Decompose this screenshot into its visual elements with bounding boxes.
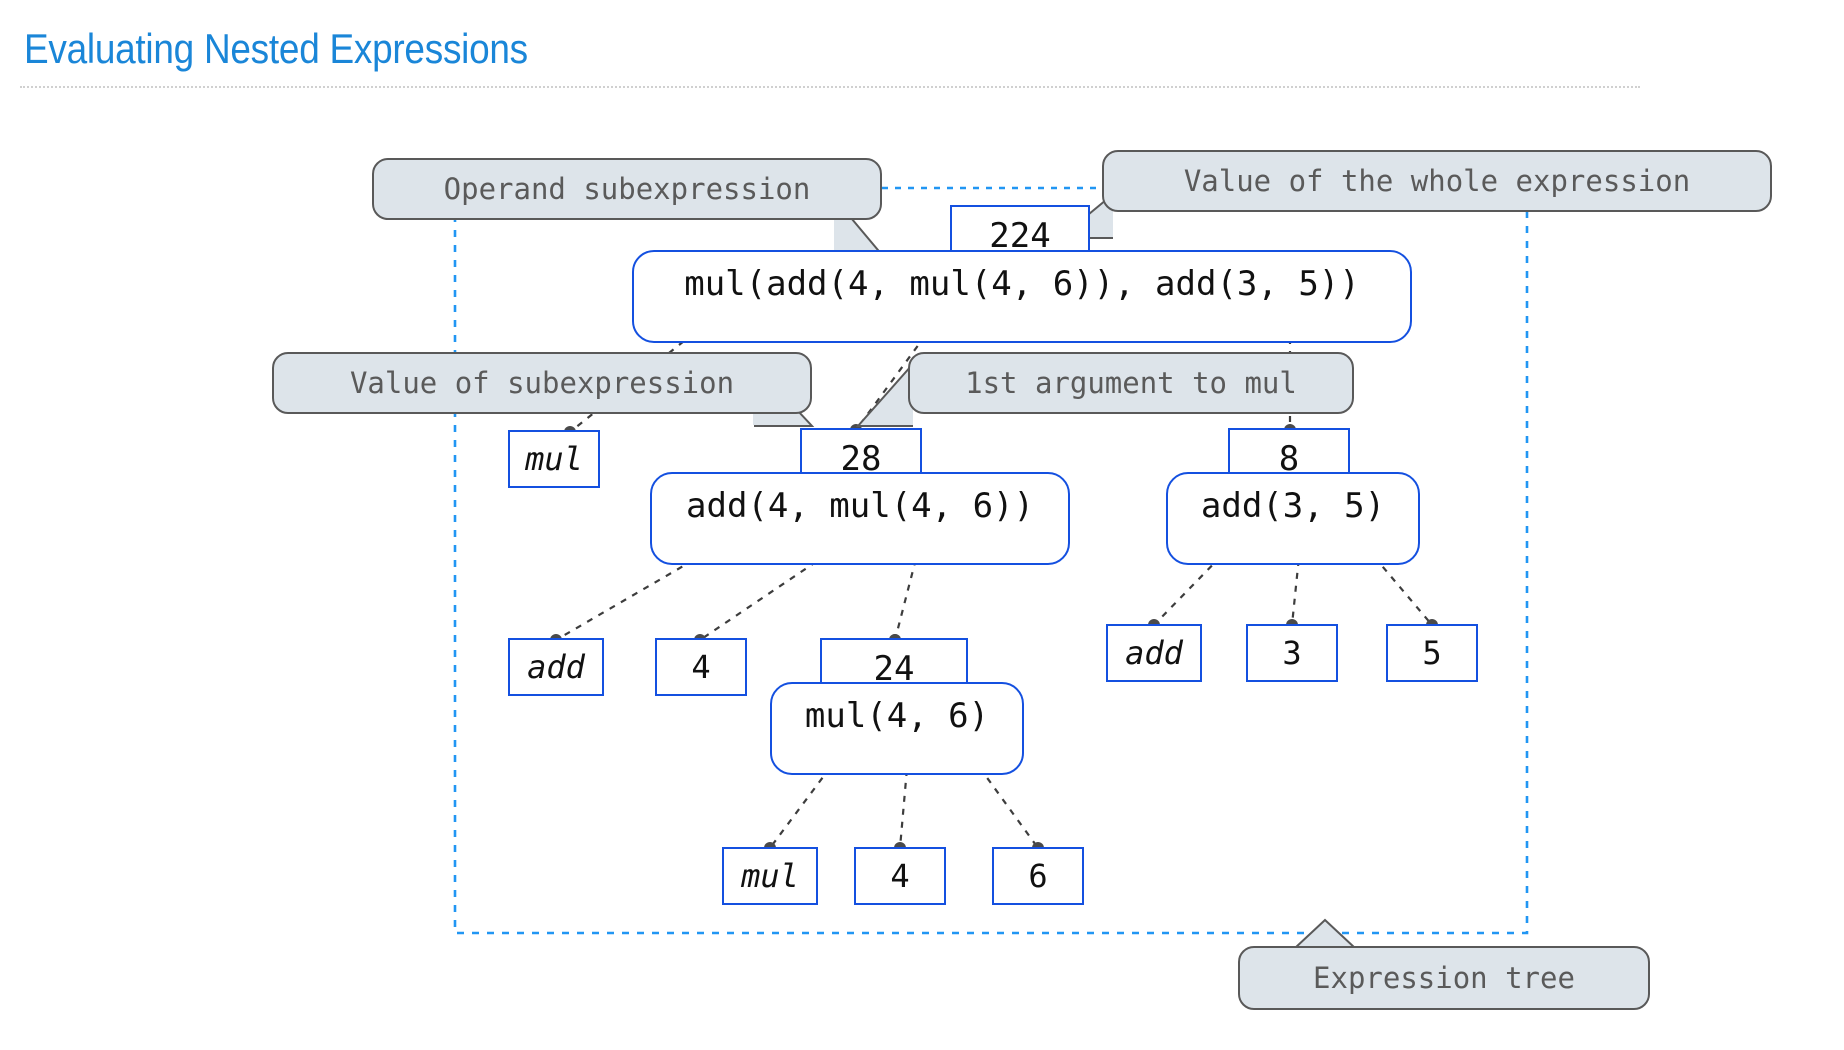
expression-text-root: mul(add(4, mul(4, 6)), add(3, 5))	[684, 264, 1360, 304]
title-divider	[20, 86, 1640, 88]
leaf-box-operand-4: 4	[655, 638, 747, 696]
leaf-box-operator-mul-inner: mul	[722, 847, 818, 905]
callout-expression-tree: Expression tree	[1238, 946, 1650, 1010]
first-argument-tail	[855, 362, 913, 427]
callout-operand-subexpression: Operand subexpression	[372, 158, 882, 220]
leaf-box-operator-add: add	[508, 638, 604, 696]
expression-text-add-3-5: add(3, 5)	[1200, 486, 1386, 526]
leaf-box-operand-3: 3	[1246, 624, 1338, 682]
leaf-box-operand-5: 5	[1386, 624, 1478, 682]
callout-first-argument-to-mul: 1st argument to mul	[908, 352, 1354, 414]
callout-value-of-whole-expression: Value of the whole expression	[1102, 150, 1772, 212]
expression-tree-boundary	[453, 200, 1529, 935]
page-title: Evaluating Nested Expressions	[24, 25, 528, 72]
callout-value-of-subexpression: Value of subexpression	[272, 352, 812, 414]
leaf-box-operator-add-right: add	[1106, 624, 1202, 682]
leaf-box-operator-mul-root: mul	[508, 430, 600, 488]
expression-box-mul-4-6: mul(4, 6)	[770, 682, 1024, 775]
expression-box-add-4-mul-4-6: add(4, mul(4, 6))	[650, 472, 1070, 565]
expression-box-add-3-5: add(3, 5)	[1166, 472, 1420, 565]
leaf-box-operand-4-inner: 4	[854, 847, 946, 905]
expression-text-mul-4-6: mul(4, 6)	[804, 696, 990, 736]
expression-box-root: mul(add(4, mul(4, 6)), add(3, 5))	[632, 250, 1412, 343]
leaf-box-operand-6-inner: 6	[992, 847, 1084, 905]
expression-text-add-4-mul-4-6: add(4, mul(4, 6))	[686, 486, 1034, 526]
